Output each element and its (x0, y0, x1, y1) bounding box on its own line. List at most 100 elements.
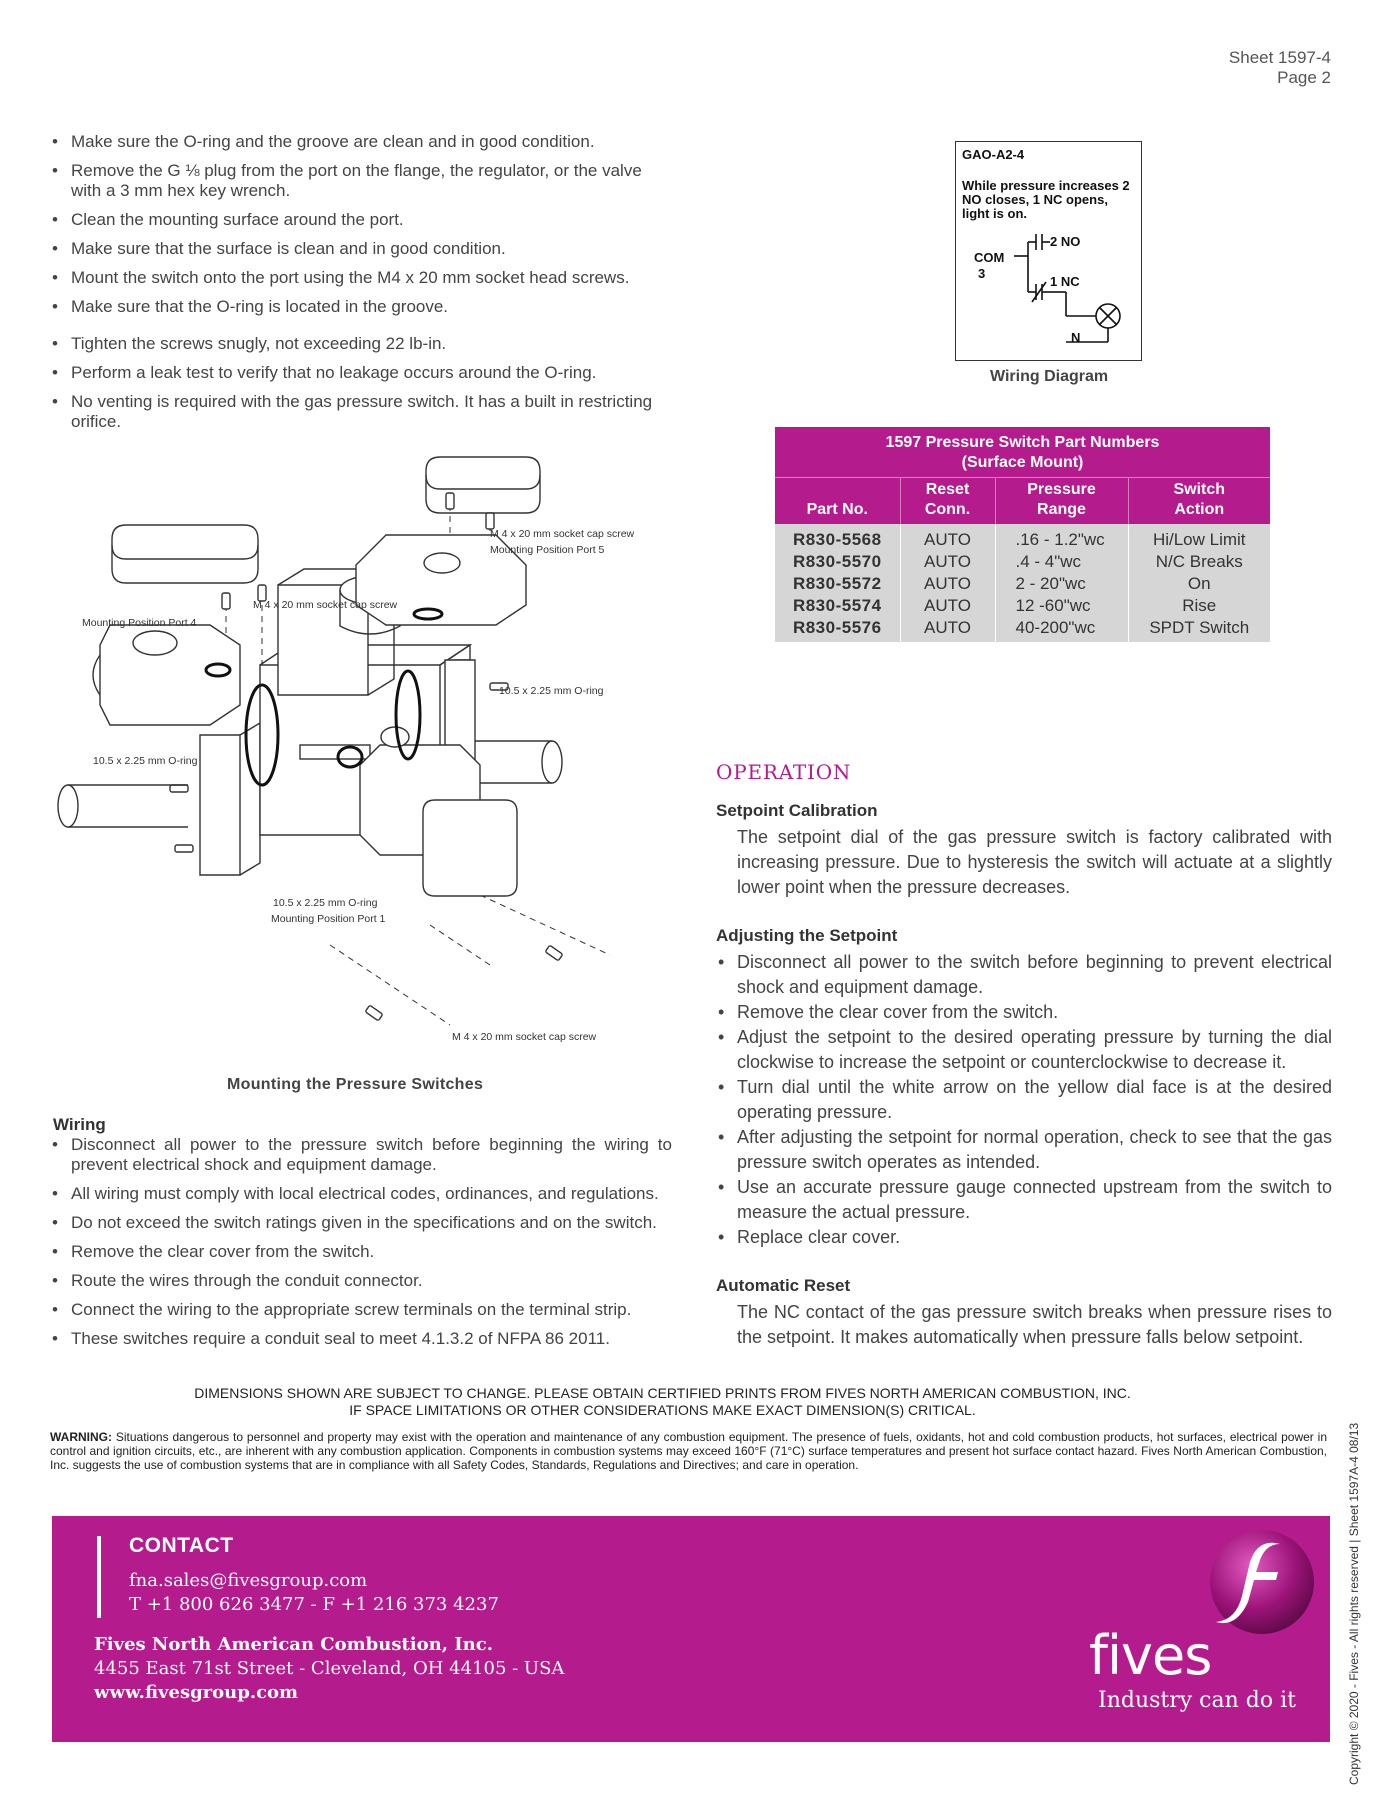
cell-range: 40-200"wc (994, 617, 1128, 642)
list-item: Tighten the screws snugly, not exceeding… (50, 334, 670, 354)
list-item: Do not exceed the switch ratings given i… (50, 1213, 672, 1233)
list-item: Turn dial until the white arrow on the y… (716, 1075, 1332, 1125)
cell-reset: AUTO (899, 551, 995, 573)
label-port-1: Mounting Position Port 1 (271, 913, 386, 925)
wd-model: GAO-A2-4 (962, 147, 1025, 162)
setpoint-calibration-heading: Setpoint Calibration (716, 801, 878, 820)
wd-n: N (1071, 330, 1081, 345)
cell-part: R830-5574 (775, 595, 900, 617)
page-number: Page 2 (1277, 68, 1331, 87)
wiring-heading: Wiring (53, 1115, 106, 1134)
wd-com: COM (974, 250, 1005, 265)
cell-range: .16 - 1.2"wc (994, 524, 1128, 551)
dimensions-notice: DIMENSIONS SHOWN ARE SUBJECT TO CHANGE. … (50, 1385, 1275, 1419)
sheet-info: Sheet 1597-4 Page 2 (1229, 48, 1331, 88)
list-item: Make sure that the surface is clean and … (50, 239, 670, 259)
contact-title: CONTACT (129, 1534, 234, 1557)
cell-part: R830-5570 (775, 551, 900, 573)
cell-action: N/C Breaks (1127, 551, 1270, 573)
mounting-figure: M 4 x 20 mm socket cap screw Mounting Po… (50, 445, 670, 1065)
contact-phone: T +1 800 626 3477 - F +1 216 373 4237 (129, 1594, 499, 1615)
label-port-5: Mounting Position Port 5 (490, 544, 605, 556)
company-address: 4455 East 71st Street - Cleveland, OH 44… (94, 1658, 565, 1679)
wiring-diagram: GAO-A2-4 While pressure increases 2 NO c… (955, 141, 1142, 361)
company-name: Fives North American Combustion, Inc. (94, 1634, 493, 1655)
label-port-4: Mounting Position Port 4 (82, 617, 197, 629)
list-item: These switches require a conduit seal to… (50, 1329, 672, 1349)
cell-reset: AUTO (899, 524, 995, 551)
dimensions-line-1: DIMENSIONS SHOWN ARE SUBJECT TO CHANGE. … (194, 1385, 1131, 1401)
label-screw-left: M 4 x 20 mm socket cap screw (253, 599, 398, 611)
contact-divider (97, 1536, 101, 1618)
adjusting-heading: Adjusting the Setpoint (716, 926, 898, 945)
list-item: Make sure that the O-ring is located in … (50, 297, 670, 317)
table-row: R830-5574 AUTO 12 -60"wc Rise (775, 595, 1270, 617)
col-header-line1: Reset (925, 481, 970, 498)
operation-section: OPERATION Setpoint Calibration The setpo… (716, 760, 1332, 1350)
wiring-diagram-caption: Wiring Diagram (990, 368, 1109, 385)
list-item: All wiring must comply with local electr… (50, 1184, 672, 1204)
list-item: Disconnect all power to the switch befor… (716, 950, 1332, 1000)
wd-no: 2 NO (1050, 234, 1081, 249)
setpoint-calibration-text: The setpoint dial of the gas pressure sw… (737, 827, 1332, 897)
mounting-illustration (57, 456, 611, 1026)
list-item: No venting is required with the gas pres… (50, 392, 670, 432)
col-header-line2: Conn. (924, 501, 971, 518)
automatic-reset-text: The NC contact of the gas pressure switc… (737, 1302, 1332, 1347)
list-item: Replace clear cover. (716, 1225, 1332, 1250)
table-row: R830-5576 AUTO 40-200"wc SPDT Switch (775, 617, 1270, 642)
brand-wordmark: fives (1089, 1624, 1212, 1687)
col-header-line1: Switch (1173, 481, 1226, 498)
cell-reset: AUTO (899, 595, 995, 617)
operation-title: OPERATION (716, 760, 852, 784)
wd-three: 3 (978, 266, 986, 281)
cell-range: 2 - 20"wc (994, 573, 1128, 595)
list-item: Remove the clear cover from the switch. (50, 1242, 672, 1262)
col-header-line1: Pressure (1027, 481, 1096, 498)
list-item: Route the wires through the conduit conn… (50, 1271, 672, 1291)
wd-schematic (1014, 234, 1121, 343)
cell-reset: AUTO (899, 617, 995, 642)
contact-email-link[interactable]: fna.sales@fivesgroup.com (129, 1570, 368, 1591)
label-oring-bottom: 10.5 x 2.25 mm O-ring (273, 897, 378, 909)
copyright-vertical: Copyright © 2020 - Fives - All rights re… (1347, 1422, 1361, 1785)
warning-text: WARNING: Situations dangerous to personn… (50, 1430, 1327, 1472)
table-row: R830-5568 AUTO .16 - 1.2"wc Hi/Low Limit (775, 524, 1270, 551)
list-item: Disconnect all power to the pressure swi… (50, 1135, 672, 1175)
adjusting-list: Disconnect all power to the switch befor… (716, 950, 1332, 1250)
cell-action: SPDT Switch (1127, 617, 1270, 642)
label-oring-left: 10.5 x 2.25 mm O-ring (93, 755, 198, 767)
dimensions-line-2: IF SPACE LIMITATIONS OR OTHER CONSIDERAT… (349, 1402, 976, 1418)
warning-body: Situations dangerous to personnel and pr… (50, 1430, 1327, 1472)
sheet-number: Sheet 1597-4 (1228, 48, 1331, 67)
website-link[interactable]: www.fivesgroup.com (94, 1682, 299, 1703)
label-screw-bottom: M 4 x 20 mm socket cap screw (452, 1031, 597, 1043)
list-item: Use an accurate pressure gauge connected… (716, 1175, 1332, 1225)
cell-reset: AUTO (899, 573, 995, 595)
wd-nc: 1 NC (1050, 274, 1080, 289)
mounting-steps: Make sure the O-ring and the groove are … (50, 132, 670, 441)
list-item: Adjust the setpoint to the desired opera… (716, 1025, 1332, 1075)
mounting-caption: Mounting the Pressure Switches (227, 1076, 484, 1093)
label-oring-right: 10.5 x 2.25 mm O-ring (499, 685, 604, 697)
table-subtitle-text: (Surface Mount) (961, 454, 1084, 471)
part-number-table: 1597 Pressure Switch Part Numbers (Surfa… (775, 427, 1270, 642)
cell-range: 12 -60"wc (994, 595, 1128, 617)
cell-action: Hi/Low Limit (1127, 524, 1270, 551)
list-item: Make sure the O-ring and the groove are … (50, 132, 670, 152)
table-row: R830-5572 AUTO 2 - 20"wc On (775, 573, 1270, 595)
list-item: Clean the mounting surface around the po… (50, 210, 670, 230)
list-item: Remove the clear cover from the switch. (716, 1000, 1332, 1025)
table-row: R830-5570 AUTO .4 - 4"wc N/C Breaks (775, 551, 1270, 573)
wiring-list: Disconnect all power to the pressure swi… (50, 1135, 672, 1358)
table-title-text: 1597 Pressure Switch Part Numbers (885, 434, 1160, 451)
warning-label: WARNING: (50, 1430, 112, 1444)
list-item: Mount the switch onto the port using the… (50, 268, 670, 288)
list-item: Perform a leak test to verify that no le… (50, 363, 670, 383)
table-title-row: 1597 Pressure Switch Part Numbers (Surfa… (775, 427, 1270, 478)
list-item: After adjusting the setpoint for normal … (716, 1125, 1332, 1175)
